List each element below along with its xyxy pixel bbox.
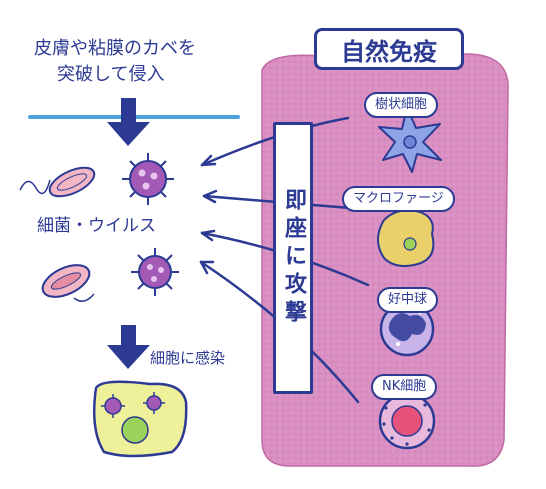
infect-arrow xyxy=(107,325,150,369)
invade-arrow xyxy=(107,98,150,146)
nk-cell-icon xyxy=(378,392,436,450)
invade-text-line2: 突破して侵入 xyxy=(57,64,165,85)
invade-text-line1: 皮膚や粘膜のカベを xyxy=(34,38,196,59)
dendritic-cell-icon xyxy=(378,106,442,173)
virus-icon xyxy=(131,248,179,296)
cell-label-neutrophil: 好中球 xyxy=(377,287,439,313)
cell-label-macrophage: マクロファージ xyxy=(342,186,455,212)
bacterium-icon xyxy=(41,264,95,302)
infect-label: 細胞に感染 xyxy=(150,349,226,367)
virus-icon xyxy=(122,153,174,205)
neutrophil-icon xyxy=(379,301,435,357)
cell-label-nk: NK細胞 xyxy=(371,374,438,400)
pathogen-label: 細菌・ウイルス xyxy=(37,216,156,236)
macrophage-icon xyxy=(377,209,435,267)
infected-cell-icon xyxy=(92,380,188,458)
attack-label-box: 即座に攻撃 xyxy=(273,122,313,394)
cell-label-dendritic: 樹状細胞 xyxy=(364,92,439,118)
attack-label: 即座に攻撃 xyxy=(281,188,306,328)
bacterium-icon xyxy=(19,166,96,198)
panel-title: 自然免疫 xyxy=(314,28,464,70)
